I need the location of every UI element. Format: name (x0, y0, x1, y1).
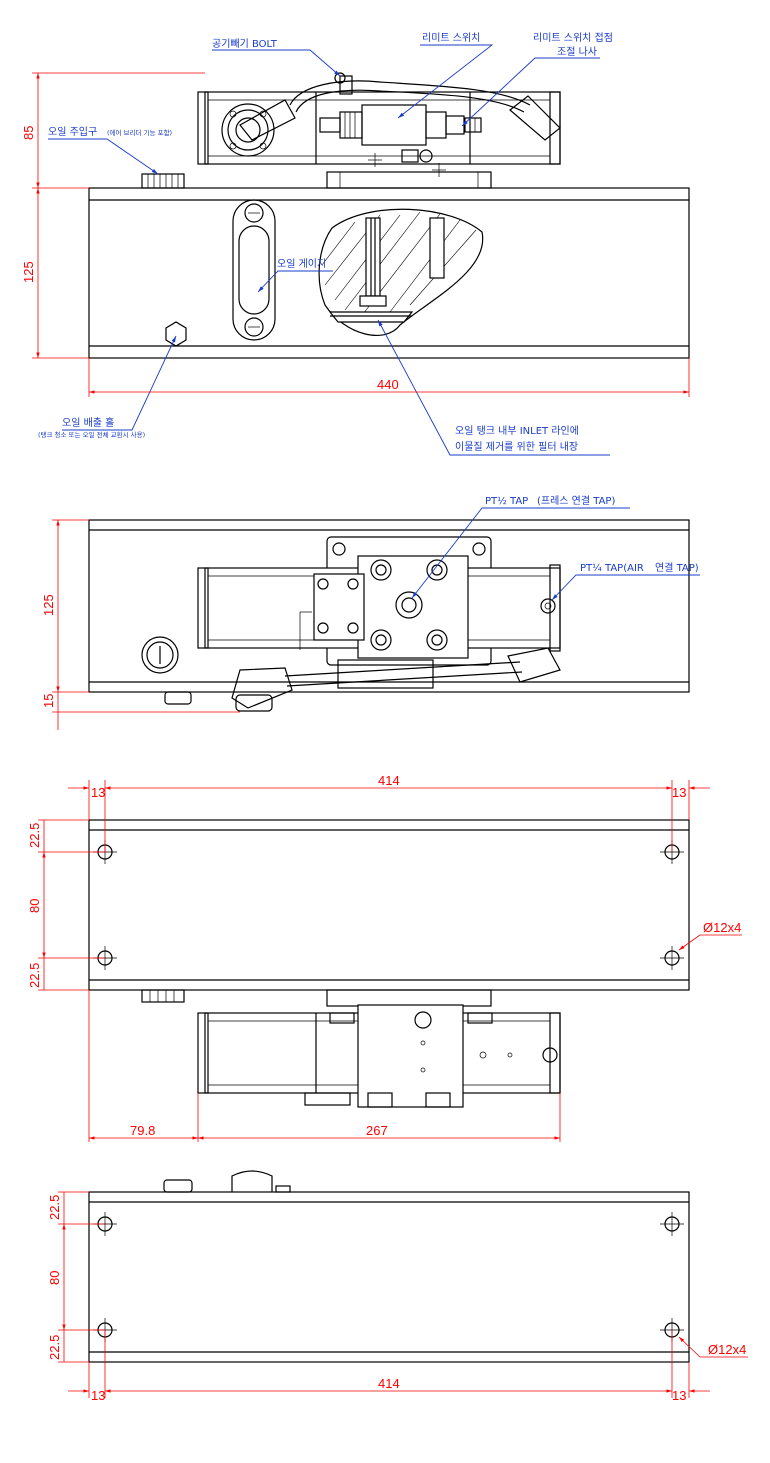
dim-80-b: 80 (47, 1271, 62, 1285)
dim-125-front: 125 (21, 261, 36, 283)
oil-inlet-cap (141, 173, 185, 189)
bottom-view-b (88, 1170, 690, 1363)
label-oil-drain: 오일 배출 홀 (62, 416, 114, 429)
dim-85: 85 (21, 126, 36, 140)
tank-top-outline (88, 519, 690, 693)
dim-13-right-b: 13 (672, 1388, 686, 1403)
label-limit-adjust-1: 리미트 스위치 접점 (533, 31, 613, 44)
label-oil-inlet-note: (에어 브리더 기능 포함) (107, 128, 172, 137)
dim-125-top: 125 (41, 594, 56, 616)
front-view-annotations: 공기빼기 BOLT 리미트 스위치 리미트 스위치 접점 조절 나사 오일 주입… (38, 31, 613, 456)
manifold-block (357, 555, 469, 659)
pt-half-port (395, 591, 423, 619)
oil-inlet-cap-top (141, 636, 179, 674)
label-filter-1: 오일 탱크 내부 INLET 라인에 (455, 425, 579, 437)
oil-drain-plug (165, 321, 187, 347)
dim-13-right-a: 13 (672, 785, 686, 800)
label-oil-inlet: 오일 주입구 (48, 125, 97, 138)
front-view-dimensions: 85 125 440 (21, 72, 690, 397)
top-view-annotations: PT½ TAP (프레스 연결 TAP) PT¼ TAP(AIR 연결 TAP) (411, 495, 700, 601)
dim-15: 15 (41, 694, 56, 708)
oil-gauge (232, 199, 276, 341)
dim-414-b: 414 (378, 1376, 400, 1391)
front-view (88, 72, 690, 359)
dim-80-a: 80 (27, 899, 42, 913)
hole-callout-a: Ø12x4 (703, 920, 741, 935)
label-pt-quarter-note: 연결 TAP) (655, 562, 699, 574)
label-pt-half-note: (프레스 연결 TAP) (537, 495, 615, 507)
pt-quarter-port (540, 598, 556, 614)
label-limit-switch: 리미트 스위치 (422, 31, 480, 44)
mounting-hole (93, 840, 684, 970)
dim-13-left-a: 13 (91, 785, 105, 800)
bottom-view-b-dimensions: 22.5 80 22.5 Ø12x4 414 13 13 (47, 1191, 748, 1403)
label-filter-2: 이물질 제거를 위한 필터 내장 (455, 440, 578, 453)
label-pt-quarter: PT¼ TAP(AIR (580, 562, 644, 574)
dim-22-5-top-b: 22.5 (47, 1195, 62, 1220)
top-view (88, 519, 690, 712)
tank-bottom-outline-a (88, 819, 690, 991)
dim-22-5-bottom-b: 22.5 (47, 1335, 62, 1360)
label-pt-half: PT½ TAP (485, 495, 528, 507)
oil-tank-outline (88, 187, 690, 359)
bottom-view-a-dimensions: 414 13 13 22.5 80 22.5 Ø12x4 79.8 267 (27, 773, 742, 1142)
bottom-view-a (88, 819, 690, 1108)
dim-414-a: 414 (378, 773, 400, 788)
tank-bottom-outline-b (88, 1191, 690, 1363)
section-cutaway (318, 208, 484, 336)
dim-267: 267 (366, 1123, 388, 1138)
dim-440: 440 (377, 377, 399, 392)
dim-13-left-b: 13 (91, 1388, 105, 1403)
top-view-dimensions: 125 15 (41, 519, 240, 730)
label-air-bolt: 공기빼기 BOLT (212, 38, 278, 50)
label-oil-gauge: 오일 게이지 (277, 258, 326, 270)
label-limit-adjust-2: 조절 나사 (557, 45, 597, 58)
limit-switch (361, 104, 427, 146)
label-oil-drain-note: (탱크 청소 또는 오일 전체 교환시 사용) (38, 430, 145, 439)
dim-22-5-top-a: 22.5 (27, 823, 42, 848)
hole-callout-b: Ø12x4 (708, 1342, 746, 1357)
dim-22-5-bottom-a: 22.5 (27, 963, 42, 988)
dim-79-8: 79.8 (130, 1123, 155, 1138)
